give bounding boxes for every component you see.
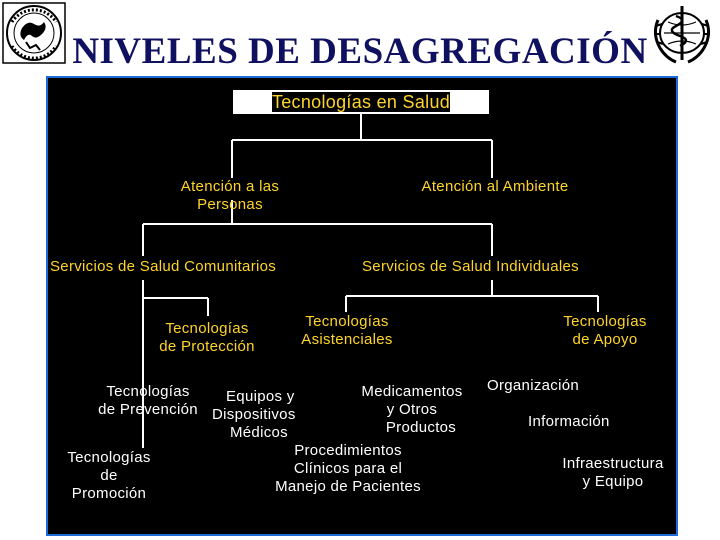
leaf-informacion: Información	[528, 413, 610, 430]
leaf-equipos-dispositivos: Equipos y Dispositivos Médicos	[212, 388, 322, 442]
leaf-equipos-line-3: Médicos	[230, 424, 288, 441]
root-node-label: Tecnologías en Salud	[271, 92, 451, 112]
leaf-prevencion-line-2: de Prevención	[98, 401, 198, 418]
leaf-tecnologias-prevencion: Tecnologías de Prevención	[88, 383, 208, 419]
leaf-procedimientos-line-1: Procedimientos	[294, 442, 402, 459]
node-atencion-personas: Atención a las Personas	[150, 178, 310, 214]
node-asistenciales-line-2: Asistenciales	[301, 331, 393, 348]
leaf-procedimientos-line-2: Clínicos para el	[293, 460, 403, 477]
leaf-promocion-line-2: de	[100, 467, 118, 484]
node-atencion-personas-line-1: Atención a las	[180, 178, 280, 195]
node-proteccion-line-2: de Protección	[159, 338, 255, 355]
organization-seal-icon	[2, 2, 66, 64]
diagram-panel	[46, 76, 678, 536]
leaf-organizacion: Organización	[487, 377, 579, 394]
node-atencion-ambiente: Atención al Ambiente	[421, 178, 569, 195]
who-emblem-icon	[648, 0, 716, 66]
leaf-equipos-line-2: Dispositivos	[212, 406, 296, 423]
node-atencion-personas-line-2: Personas	[197, 196, 263, 213]
node-tecnologias-proteccion: Tecnologías de Protección	[144, 320, 270, 356]
leaf-infraestructura: Infraestructura y Equipo	[546, 455, 680, 491]
leaf-medicamentos-line-1: Medicamentos	[361, 383, 463, 400]
node-asistenciales-line-1: Tecnologías	[305, 313, 389, 330]
node-apoyo-line-2: de Apoyo	[572, 331, 638, 348]
leaf-infraestructura-line-2: y Equipo	[582, 473, 644, 490]
leaf-prevencion-line-1: Tecnologías	[106, 383, 190, 400]
node-servicios-comunitarios: Servicios de Salud Comunitarios	[50, 258, 277, 275]
leaf-promocion-line-1: Tecnologías	[67, 449, 151, 466]
node-servicios-individuales: Servicios de Salud Individuales	[362, 258, 579, 275]
leaf-medicamentos: Medicamentos y Otros Productos	[350, 383, 474, 437]
node-proteccion-line-1: Tecnologías	[165, 320, 249, 337]
leaf-equipos-line-1: Equipos y	[226, 388, 295, 405]
node-tecnologias-apoyo: Tecnologías de Apoyo	[545, 313, 665, 349]
leaf-infraestructura-line-1: Infraestructura	[562, 455, 664, 472]
leaf-medicamentos-line-2: y Otros	[386, 401, 438, 418]
slide-title: NIVELES DE DESAGREGACIÓN	[72, 31, 648, 72]
leaf-procedimientos-line-3: Manejo de Pacientes	[275, 478, 421, 495]
leaf-medicamentos-line-3: Productos	[385, 419, 457, 436]
leaf-tecnologias-promocion: Tecnologías de Promoción	[56, 449, 162, 503]
leaf-promocion-line-3: Promoción	[71, 485, 147, 502]
leaf-procedimientos: Procedimientos Clínicos para el Manejo d…	[252, 442, 444, 496]
root-node: Tecnologías en Salud	[233, 90, 489, 114]
node-apoyo-line-1: Tecnologías	[563, 313, 647, 330]
node-tecnologias-asistenciales: Tecnologías Asistenciales	[284, 313, 410, 349]
